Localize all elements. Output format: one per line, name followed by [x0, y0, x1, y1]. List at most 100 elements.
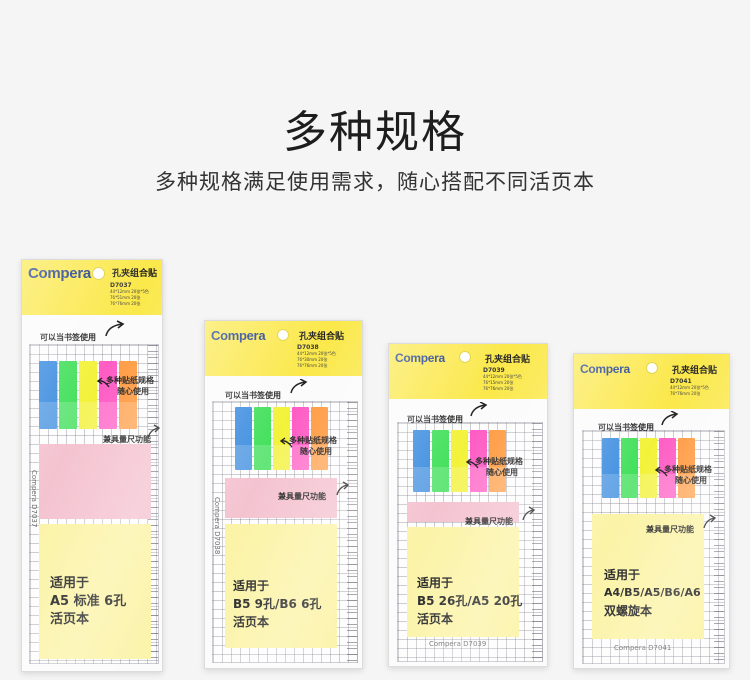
product-name: 孔夹组合贴 [672, 366, 718, 376]
variety-callout-line2: 随心使用 [675, 476, 707, 485]
sticky-flag-blue [413, 430, 430, 492]
variety-callout: 多种贴纸规格 [106, 376, 154, 385]
yellow-note-pad [592, 514, 704, 639]
sticky-flag-green [432, 430, 449, 492]
hang-hole [92, 267, 105, 280]
sticky-flag-yellow [451, 430, 468, 492]
spec-line: 44*12mm 20张*5色 [670, 385, 709, 390]
pink-note-pad [39, 444, 151, 519]
arrow-icon [661, 411, 679, 426]
product-pack-d7041: Compera 孔夹组合贴 D7041 44*12mm 20张*5色 76*76… [573, 353, 730, 669]
section-heading: 多种规格 [283, 107, 467, 158]
sticky-flag-pink [99, 361, 117, 429]
variety-callout: 多种贴纸规格 [664, 465, 712, 474]
ruler-callout: 兼具量尺功能 [465, 517, 513, 526]
brand-logo: Compera [211, 328, 266, 343]
fit-text-line3: 活页本 [417, 612, 454, 626]
variety-callout-line2: 随心使用 [300, 447, 332, 456]
pink-note-pad [407, 502, 519, 522]
spec-line: 76*15mm 20张 [483, 380, 514, 385]
arrow-icon [465, 458, 479, 469]
fit-text-line1: 适用于 [604, 568, 641, 582]
ruler-callout: 兼具量尺功能 [103, 435, 151, 444]
spec-line: 76*51mm 20张 [110, 295, 141, 300]
side-print: Compera D7037 [30, 470, 38, 528]
arrow-icon [336, 481, 350, 496]
fit-text-line1: 适用于 [417, 576, 454, 590]
arrow-icon [522, 506, 536, 521]
model-number: D7038 [297, 344, 319, 351]
bookmark-callout: 可以当书签使用 [598, 423, 654, 432]
hang-hole [277, 329, 289, 341]
arrow-icon [654, 466, 668, 477]
variety-callout-line2: 随心使用 [486, 468, 518, 477]
side-print: Compera D7039 [429, 640, 487, 648]
yellow-note-pad [407, 527, 519, 637]
sticky-flag-pink [659, 438, 676, 498]
fit-text-line3: 双螺旋本 [604, 604, 653, 618]
bookmark-callout: 可以当书签使用 [225, 391, 281, 400]
product-name: 孔夹组合贴 [485, 355, 531, 365]
brand-logo: Compera [28, 265, 91, 282]
sticky-flag-blue [235, 407, 252, 470]
sticky-flag-green [59, 361, 77, 429]
arrow-icon [147, 424, 161, 439]
arrow-icon [470, 402, 488, 417]
fit-text-line2: B5 26孔/A5 20孔 [417, 594, 523, 608]
product-pack-d7037: Compera 孔夹组合贴 D7037 44*12mm 20张*5色 76*51… [21, 259, 163, 672]
sticky-flag-pink [470, 430, 487, 492]
variety-callout-line2: 随心使用 [117, 387, 149, 396]
yellow-note-pad [225, 524, 337, 648]
pink-note-pad [225, 478, 337, 518]
spec-line: 44*12mm 20张*5色 [297, 351, 336, 356]
hang-hole [646, 362, 658, 374]
brand-logo: Compera [580, 362, 630, 376]
sticky-flag-green [621, 438, 638, 498]
sticky-flag-orange [311, 407, 328, 470]
spec-line: 76*30mm 20张 [297, 357, 328, 362]
product-name: 孔夹组合贴 [299, 332, 345, 342]
model-number: D7037 [110, 282, 132, 289]
side-print: Compera D7038 [213, 497, 221, 555]
yellow-note-pad [39, 524, 151, 659]
bookmark-callout: 可以当书签使用 [407, 415, 463, 424]
sticky-flag-orange [489, 430, 506, 492]
arrow-icon [290, 379, 308, 394]
fit-text-line3: 活页本 [50, 612, 90, 627]
section-subheading: 多种规格满足使用需求，随心搭配不同活页本 [155, 170, 595, 194]
product-pack-d7038: Compera 孔夹组合贴 D7038 44*12mm 20张*5色 76*30… [204, 320, 363, 669]
bookmark-callout: 可以当书签使用 [40, 333, 96, 342]
fit-text-line1: 适用于 [233, 579, 270, 593]
fit-text-line2: B5 9孔/B6 6孔 [233, 597, 322, 611]
sticky-flag-green [254, 407, 271, 470]
arrow-icon [96, 377, 110, 388]
sticky-flag-yellow [79, 361, 97, 429]
spec-line: 44*12mm 20张*5色 [483, 374, 522, 379]
sticky-flag-orange [678, 438, 695, 498]
fit-text-line2: A4/B5/A5/B6/A6 [604, 586, 701, 599]
hang-hole [459, 351, 471, 363]
sticky-flag-orange [119, 361, 137, 429]
ruler-callout: 兼具量尺功能 [646, 525, 694, 534]
ruler-callout: 兼具量尺功能 [278, 492, 326, 501]
fit-text-line1: 适用于 [50, 576, 90, 591]
sticky-flag-pink [292, 407, 309, 470]
fit-text-line3: 活页本 [233, 615, 270, 629]
sticky-flag-blue [39, 361, 57, 429]
sticky-flag-blue [602, 438, 619, 498]
side-print: Compera D7041 [614, 644, 672, 652]
arrow-icon [105, 320, 125, 337]
sticky-flag-yellow [273, 407, 290, 470]
arrow-icon [703, 514, 717, 529]
variety-callout: 多种贴纸规格 [475, 457, 523, 466]
brand-logo: Compera [395, 351, 445, 365]
product-pack-d7039: Compera 孔夹组合贴 D7039 44*12mm 20张*5色 76*15… [388, 343, 548, 667]
spec-line: 76*76mm 20张 [483, 386, 514, 391]
sticky-flag-yellow [640, 438, 657, 498]
spec-line: 76*76mm 20张 [670, 391, 701, 396]
arrow-icon [279, 437, 293, 448]
spec-line: 44*12mm 20张*5色 [110, 289, 149, 294]
model-number: D7039 [483, 367, 505, 374]
variety-callout: 多种贴纸规格 [289, 436, 337, 445]
spec-line: 76*76mm 20张 [110, 301, 141, 306]
